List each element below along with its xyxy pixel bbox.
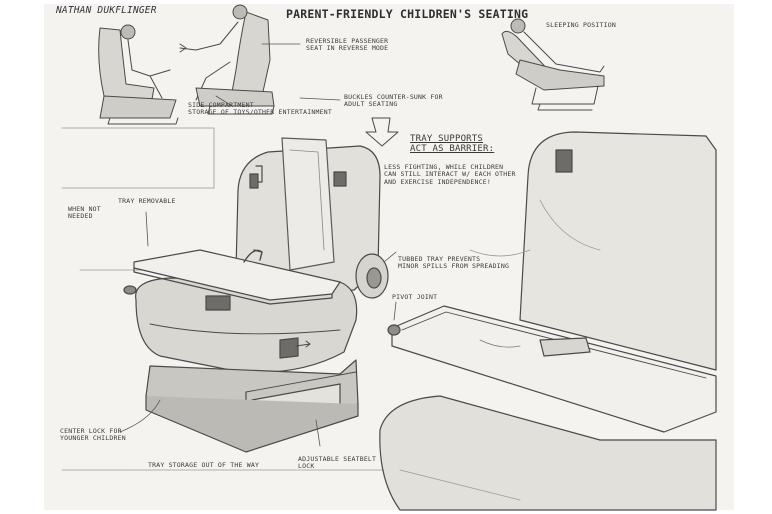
note-tubbed-tray: TUBBED TRAY PREVENTS MINOR SPILLS FROM S…	[398, 255, 510, 271]
thumbnail-sleeping-seat	[501, 18, 605, 111]
note-center-lock: CENTER LOCK FOR YOUNGER CHILDREN	[60, 427, 126, 443]
main-booster-seat	[123, 117, 399, 453]
note-tray-removable: TRAY REMOVABLE	[118, 197, 176, 205]
note-buckles: BUCKLES COUNTER-SUNK FOR ADULT SEATING	[344, 93, 443, 109]
thumbnail-reverse-seat	[98, 4, 275, 125]
note-when-not-needed: WHEN NOT NEEDED	[68, 205, 101, 221]
note-tray-supports-body: LESS FIGHTING, WHILE CHILDREN CAN STILL …	[384, 163, 516, 186]
note-seatbelt-lock: ADJUSTABLE SEATBELT LOCK	[298, 455, 377, 471]
note-sleeping-position: SLEEPING POSITION	[546, 21, 616, 29]
note-side-compartment: SIDE COMPARTMENT STORAGE OF TOYS/OTHER E…	[188, 101, 332, 117]
note-tray-storage: TRAY STORAGE OUT OF THE WAY	[148, 461, 260, 469]
sketch-title: PARENT-FRIENDLY CHILDREN'S SEATING	[286, 7, 529, 21]
note-reversible-seat: REVERSIBLE PASSENGER SEAT IN REVERSE MOD…	[306, 37, 389, 53]
adjacent-seat-with-tray	[379, 131, 717, 511]
artist-signature: NATHAN DUKFLINGER	[56, 5, 157, 16]
note-pivot-joint: PIVOT JOINT	[392, 293, 438, 301]
annotation-leaders	[119, 43, 397, 447]
note-tray-supports-heading: TRAY SUPPORTS ACT AS BARRIER:	[410, 134, 495, 155]
